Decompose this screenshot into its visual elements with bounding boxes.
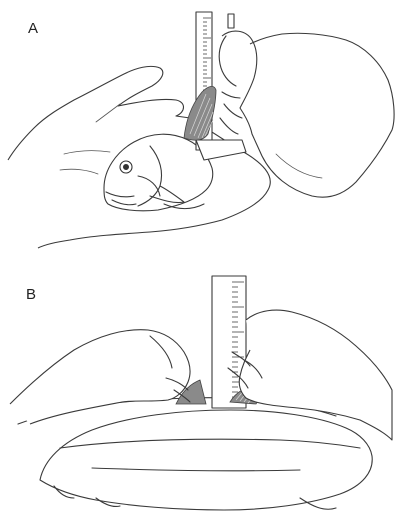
panel-b-illustration (10, 276, 392, 510)
panel-b-fish-body (40, 410, 372, 510)
panel-a-illustration (8, 12, 394, 248)
panel-b-left-hand (10, 330, 190, 424)
